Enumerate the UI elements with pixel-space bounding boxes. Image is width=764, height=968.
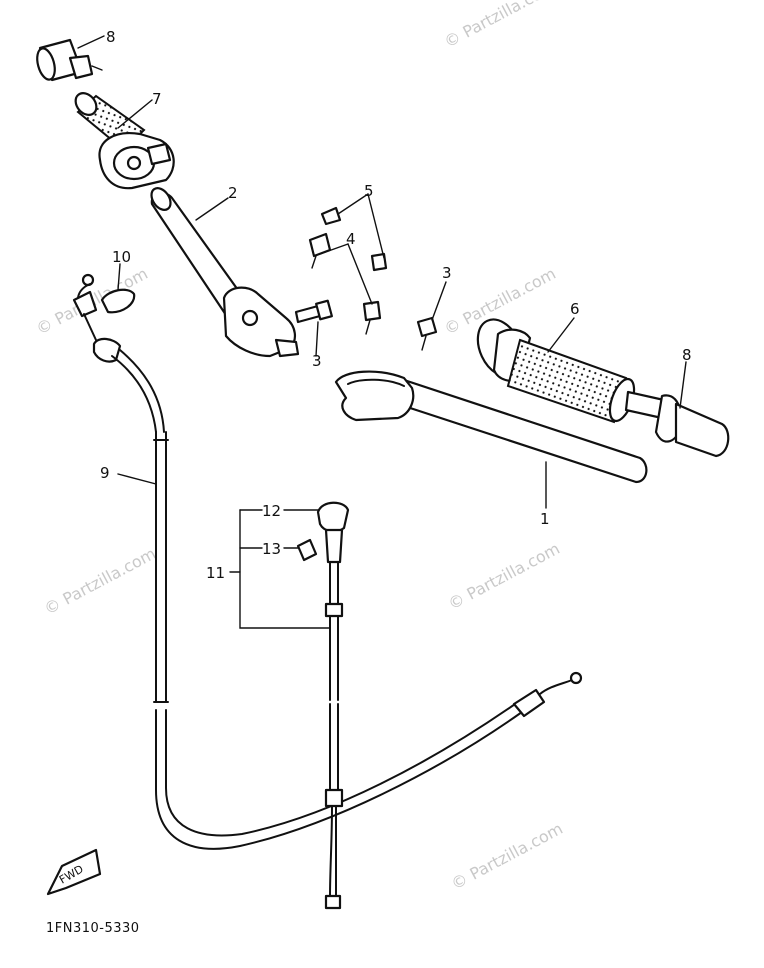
callout-8-left: 8: [106, 28, 116, 46]
callout-4: 4: [346, 230, 356, 248]
bolt-right-holder: [416, 316, 438, 351]
callout-5: 5: [364, 182, 374, 200]
part-code: 1FN310-5330: [46, 921, 140, 936]
bar-end-right: [624, 390, 730, 458]
screw: [362, 300, 382, 335]
callout-10: 10: [112, 248, 131, 266]
watermark-text: © Partzilla.com: [41, 544, 159, 619]
callout-7: 7: [152, 90, 162, 108]
callout-8-right: 8: [682, 346, 692, 364]
starter-cable-assy: [296, 501, 350, 910]
callout-12: 12: [262, 502, 281, 520]
bar-end-left: [36, 38, 103, 82]
handlebar-right: [334, 370, 648, 484]
callouts: 8 7 2 5 4 3 3 6 8 10 9 1 12 13 11: [100, 28, 692, 582]
callout-3-left: 3: [312, 352, 322, 370]
leader-lines: [77, 35, 687, 629]
callout-11: 11: [206, 564, 225, 582]
grip-left-throttle: [74, 92, 175, 190]
callout-13: 13: [262, 540, 281, 558]
callout-2: 2: [228, 184, 238, 202]
grip-right: [476, 318, 636, 424]
throttle-cable: [72, 283, 583, 850]
bolt-left-holder: [294, 299, 333, 324]
callout-3-right: 3: [442, 264, 452, 282]
handlebar-left: [150, 187, 300, 358]
callout-6: 6: [570, 300, 580, 318]
callout-1: 1: [540, 510, 550, 528]
watermark-text: © Partzilla.com: [441, 0, 559, 52]
fwd-arrow: FWD: [46, 848, 102, 896]
watermark-text: © Partzilla.com: [445, 539, 563, 614]
callout-9: 9: [100, 464, 110, 482]
watermark-text: © Partzilla.com: [448, 819, 566, 894]
cable-clip: [81, 273, 136, 314]
